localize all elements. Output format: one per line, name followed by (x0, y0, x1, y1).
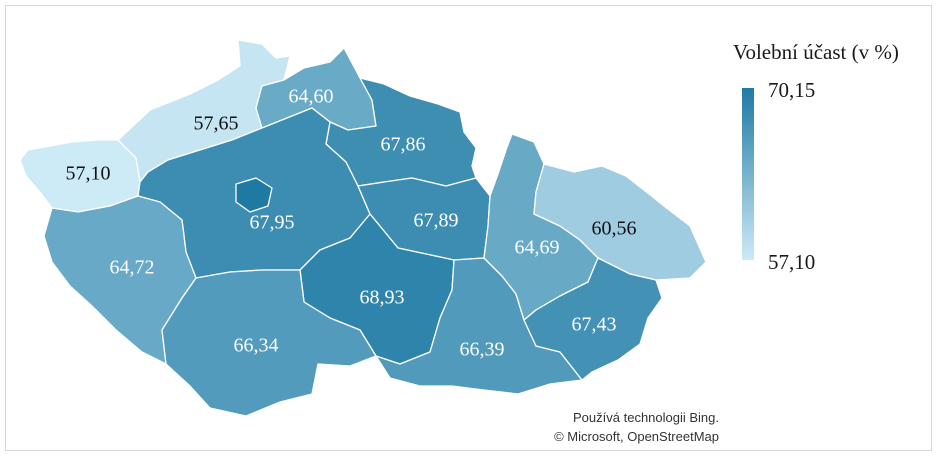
map-attribution: Používá technologii Bing. © Microsoft, O… (554, 408, 719, 446)
label-ustecky: 57,65 (194, 113, 239, 135)
label-liberecky: 64,60 (289, 86, 334, 108)
legend-min-label: 57,10 (768, 250, 816, 274)
attribution-copyright: © Microsoft, OpenStreetMap (554, 429, 719, 444)
label-stredocesky: 67,95 (250, 212, 295, 234)
label-karlovarsky: 57,10 (66, 163, 111, 185)
label-jihocesky: 66,34 (234, 335, 279, 357)
legend-color-scale (742, 88, 754, 260)
region-zlinsky[interactable] (523, 257, 663, 381)
label-kralovehradecky: 67,86 (381, 134, 426, 156)
label-plzensky: 64,72 (110, 257, 155, 279)
label-moravskoslezsky: 60,56 (592, 218, 637, 240)
legend-max-label: 70,15 (768, 78, 816, 102)
label-vysocina: 68,93 (360, 287, 405, 309)
label-zlinsky: 67,43 (572, 314, 617, 336)
region-praha[interactable] (235, 177, 273, 213)
region-moravskoslezsky[interactable] (533, 163, 707, 281)
label-pardubicky: 67,89 (414, 210, 459, 232)
region-jihocesky[interactable] (161, 269, 377, 417)
legend-title: Volební účast (v %) (733, 40, 899, 64)
attribution-bing: Používá technologii Bing. (573, 410, 719, 425)
label-jihomoravsky: 66,39 (460, 339, 505, 361)
label-olomoucky: 64,69 (515, 237, 560, 259)
